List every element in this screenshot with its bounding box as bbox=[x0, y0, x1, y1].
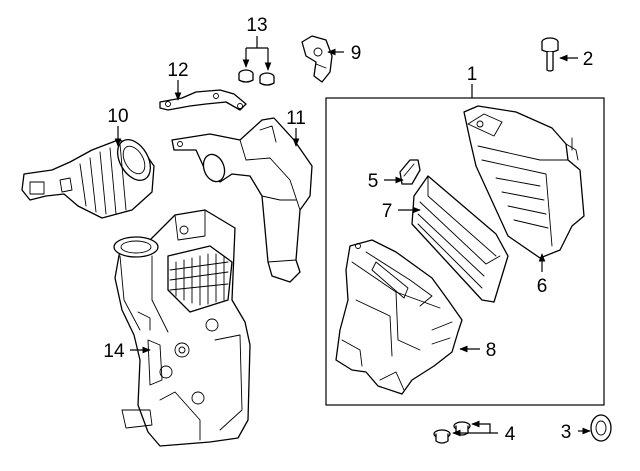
callout-13: 13 bbox=[246, 15, 267, 36]
part-7-filter-element bbox=[411, 175, 509, 303]
callout-3: 3 bbox=[561, 422, 572, 443]
part-10-intake-hose bbox=[21, 139, 155, 219]
callout-12: 12 bbox=[167, 60, 188, 81]
assembly-frame bbox=[325, 97, 605, 406]
part-8-upper-housing bbox=[335, 239, 463, 395]
callout-10: 10 bbox=[107, 106, 128, 127]
callout-9: 9 bbox=[351, 43, 362, 64]
part-14-resonator bbox=[113, 209, 251, 447]
part-12-bracket bbox=[159, 89, 247, 111]
leader-lines bbox=[114, 36, 591, 437]
callout-2: 2 bbox=[583, 49, 594, 70]
callout-8: 8 bbox=[486, 340, 497, 361]
part-3-grommet bbox=[590, 414, 612, 442]
part-9-sensor bbox=[301, 35, 333, 83]
callout-5: 5 bbox=[368, 171, 379, 192]
callout-labels: 1 2 3 4 5 6 7 8 9 10 11 12 13 14 bbox=[103, 15, 593, 445]
callout-6: 6 bbox=[537, 276, 548, 297]
part-6-lower-housing bbox=[463, 105, 585, 259]
part-11-upper-duct bbox=[171, 117, 313, 283]
part-2-bolt bbox=[541, 37, 559, 72]
callout-1: 1 bbox=[467, 64, 478, 85]
callout-7: 7 bbox=[382, 201, 393, 222]
callout-4: 4 bbox=[505, 424, 516, 445]
part-5-hose bbox=[399, 159, 421, 185]
callout-11: 11 bbox=[286, 108, 306, 129]
callout-14: 14 bbox=[103, 341, 125, 362]
part-13-nuts bbox=[238, 69, 275, 86]
